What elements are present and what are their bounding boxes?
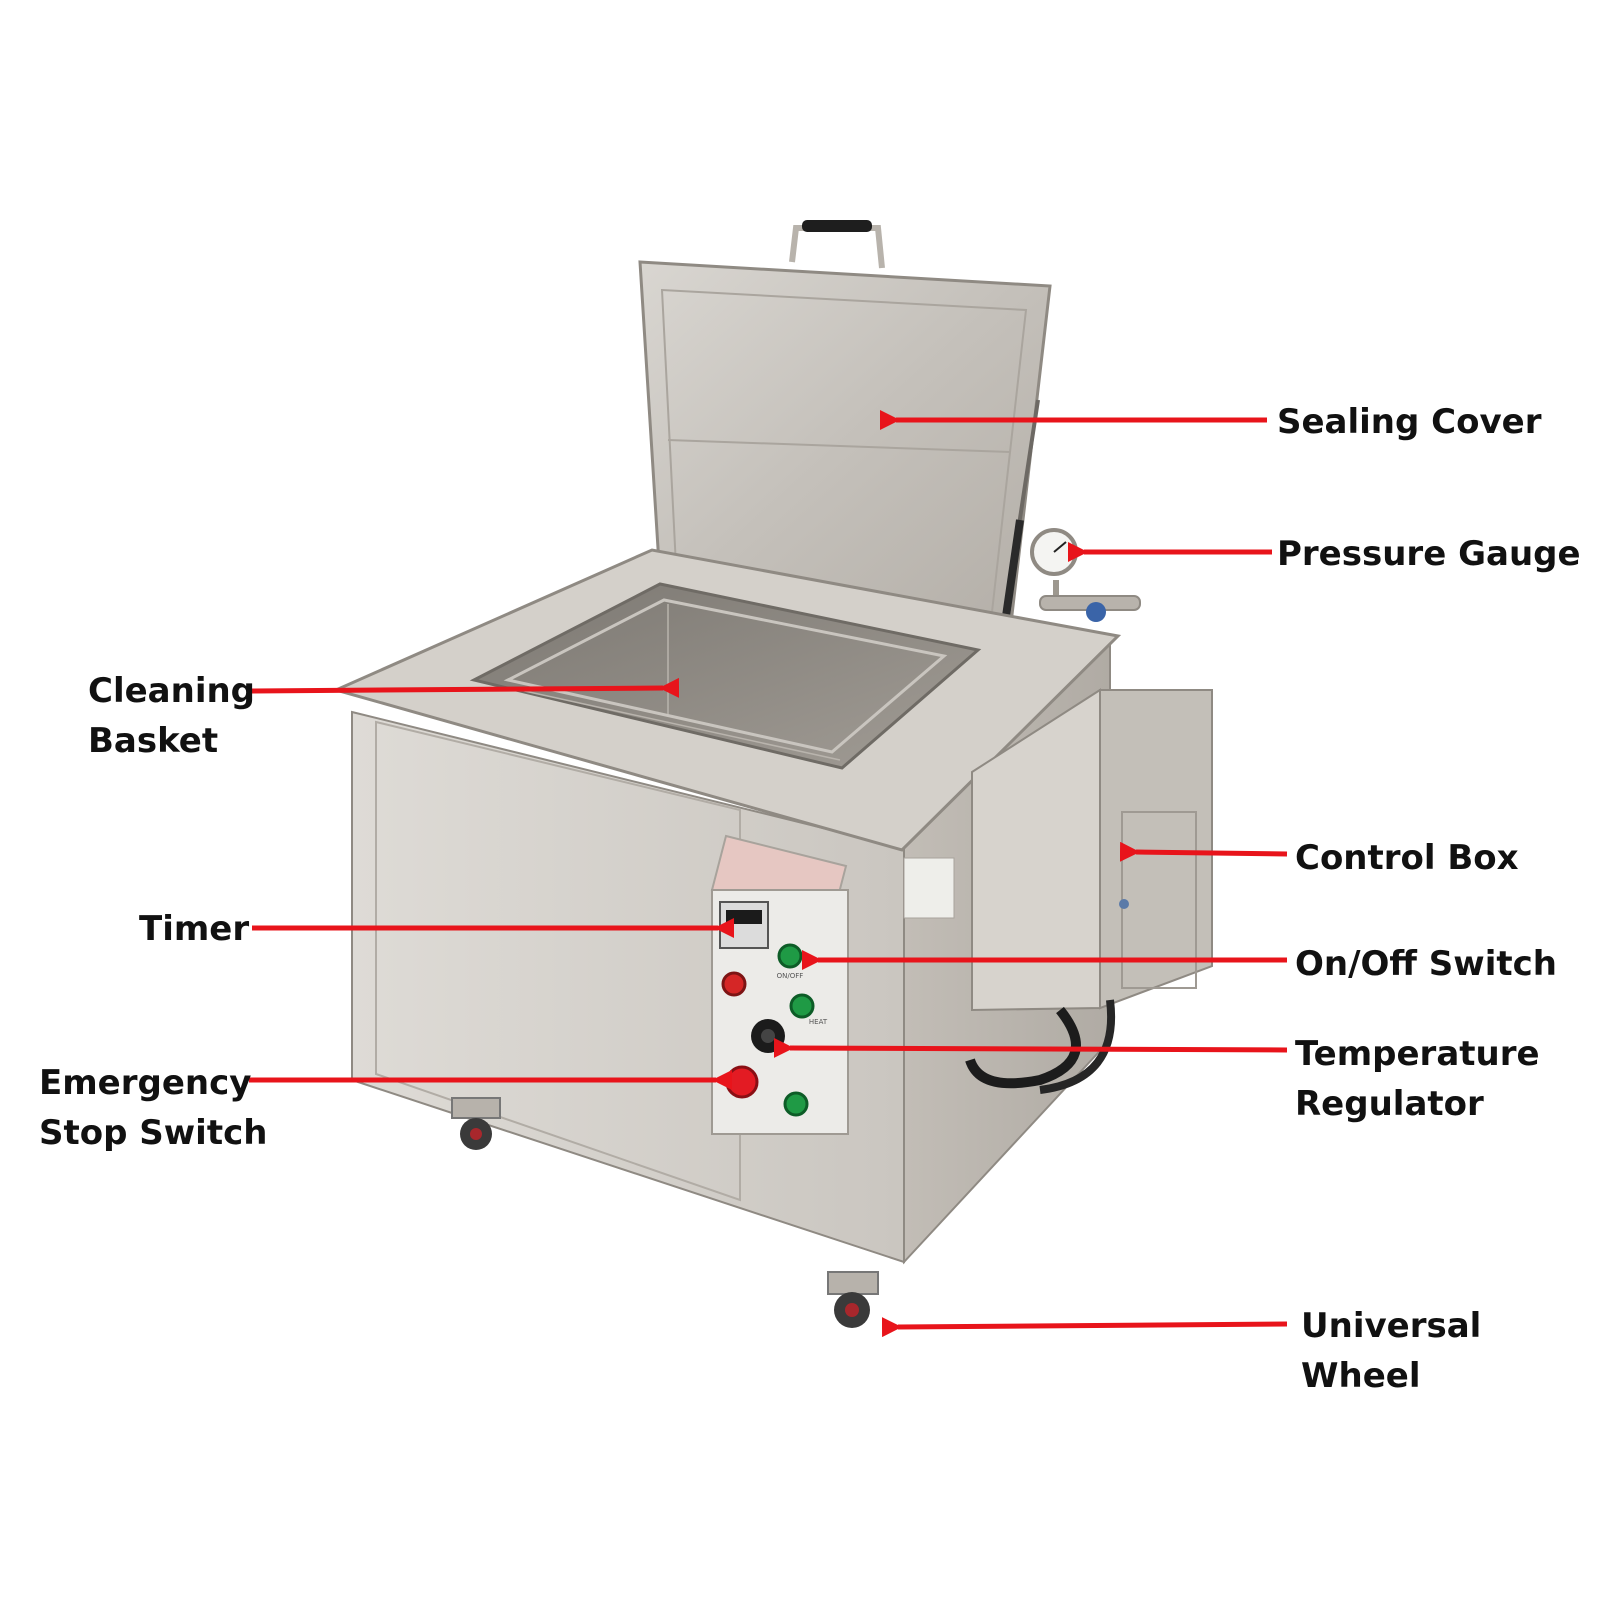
arrow-cleaning-basket [247, 677, 680, 698]
label-control-box: Control Box [1295, 838, 1519, 878]
caster-right-bracket [827, 1271, 879, 1295]
caster-left-hub [470, 1128, 482, 1140]
label-timer: Timer [139, 909, 250, 949]
lid-handle [789, 225, 885, 269]
emergency-stop-switch-button [725, 1065, 759, 1099]
timer-display [719, 901, 769, 949]
caster-left [451, 1097, 501, 1150]
green-bottom-button [783, 1091, 809, 1117]
gauge-needle [1053, 541, 1067, 553]
timer-screen [726, 910, 762, 924]
heat-switch-caption: HEAT [809, 1018, 828, 1026]
red-indicator-button [721, 971, 747, 997]
callout-arrows [247, 410, 1288, 1338]
label-universal-wheel: Universal Wheel [1301, 1301, 1481, 1401]
caster-right-hub [845, 1303, 859, 1317]
on-off-switch-caption: ON/OFF [777, 972, 804, 980]
arrow-control-box [1119, 841, 1288, 862]
label-temperature-regulator-line-2: Regulator [1295, 1084, 1484, 1124]
heat-switch-button [789, 993, 815, 1019]
control-box [971, 688, 1101, 1012]
label-emergency-stop-switch: Emergency Stop Switch [39, 1058, 267, 1158]
lid-crease [667, 439, 1011, 453]
label-universal-wheel-line-1: Universal [1301, 1306, 1482, 1346]
cleaner-machine: ON/OFF HEAT [331, 220, 1213, 1328]
control-box-lock [1119, 899, 1129, 909]
on-off-switch-button [777, 943, 803, 969]
cleaning-basket [503, 598, 948, 754]
nameplate [903, 857, 955, 919]
label-pressure-gauge: Pressure Gauge [1277, 534, 1581, 574]
label-cleaning-basket-line-2: Basket [88, 721, 219, 761]
label-on-off-switch: On/Off Switch [1295, 944, 1557, 984]
tank-front-door [375, 720, 741, 1202]
lid-handle-grip [802, 220, 872, 232]
basket-wire-1 [519, 689, 841, 761]
arrow-temperature-regulator [773, 1037, 1288, 1058]
pipe-valve-blue [1086, 602, 1106, 622]
hose-2 [1039, 999, 1116, 1094]
label-temperature-regulator: Temperature Regulator [1295, 1029, 1540, 1129]
caster-right [827, 1271, 879, 1328]
caster-left-bracket [451, 1097, 501, 1119]
label-cleaning-basket-line-1: Cleaning [88, 671, 256, 711]
label-emergency-stop-switch-line-2: Stop Switch [39, 1113, 268, 1153]
tank-opening [469, 582, 982, 770]
arrow-universal-wheel [881, 1317, 1288, 1338]
label-cleaning-basket: Cleaning Basket [88, 666, 255, 766]
label-universal-wheel-line-2: Wheel [1301, 1356, 1421, 1396]
label-emergency-stop-switch-line-1: Emergency [39, 1063, 252, 1103]
lid-gas-strut-cylinder [1000, 519, 1024, 631]
label-sealing-cover: Sealing Cover [1277, 402, 1542, 442]
hose-1 [965, 1006, 1081, 1089]
temperature-regulator-knob-cap [761, 1029, 775, 1043]
label-temperature-regulator-line-1: Temperature [1295, 1034, 1540, 1074]
